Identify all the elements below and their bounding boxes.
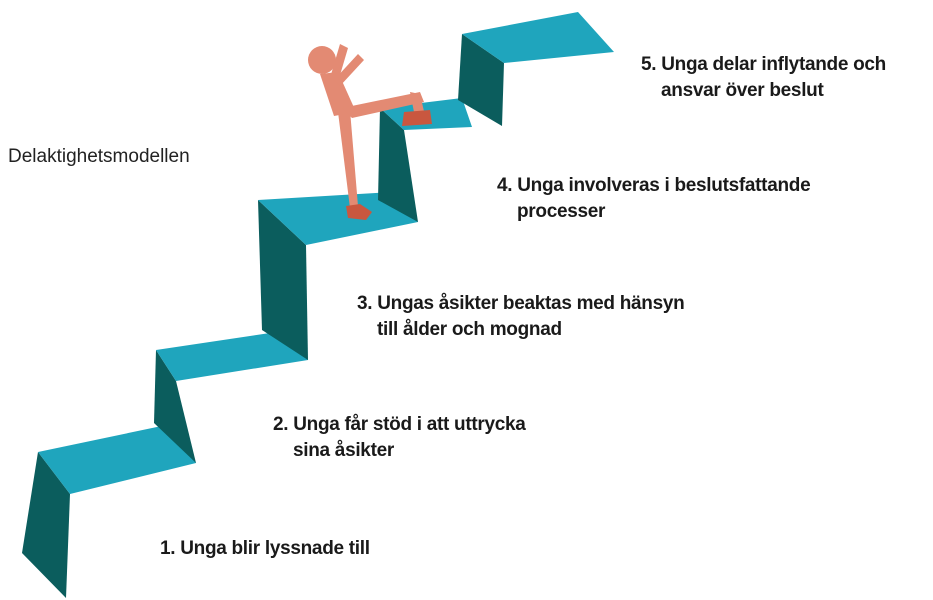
tread-3: [258, 192, 418, 245]
step-5: [458, 12, 614, 126]
diagram-title: Delaktighetsmodellen: [8, 146, 190, 167]
riser-4: [378, 108, 418, 222]
figure-front-leg: [342, 92, 424, 118]
step-label-5: 5. Unga delar inflytande och ansvar över…: [641, 52, 886, 103]
step-label-4: 4. Unga involveras i beslutsfattande pro…: [497, 173, 811, 224]
tread-1: [38, 423, 196, 494]
step-label-2: 2. Unga får stöd i att uttrycka sina åsi…: [273, 412, 526, 463]
step-label-2-line2: sina åsikter: [293, 439, 394, 461]
figure-front-foot: [402, 110, 432, 126]
step-label-2-line1: 2. Unga får stöd i att uttrycka: [273, 414, 526, 435]
step-label-4-line2: processer: [517, 200, 606, 222]
riser-3: [258, 200, 308, 360]
tread-2: [156, 330, 308, 381]
riser-5: [458, 34, 504, 126]
step-1: [22, 423, 196, 598]
step-label-1-line1: 1. Unga blir lyssnade till: [160, 538, 370, 559]
riser-2: [154, 350, 196, 463]
step-label-3-line2: till ålder och mognad: [377, 318, 562, 340]
figure-arm-left: [330, 44, 348, 82]
step-label-3-line1: 3. Ungas åsikter beaktas med hänsyn: [357, 293, 685, 314]
step-label-5-line2: ansvar över beslut: [661, 79, 824, 101]
step-label-3: 3. Ungas åsikter beaktas med hänsyn till…: [357, 291, 685, 342]
tread-5: [462, 12, 614, 63]
figure-back-leg: [338, 110, 358, 208]
figure-back-foot: [346, 204, 372, 220]
figure-head: [308, 46, 336, 74]
riser-1: [22, 452, 70, 598]
step-3: [258, 192, 418, 360]
figure-torso: [320, 72, 356, 116]
step-label-1: 1. Unga blir lyssnade till: [160, 536, 370, 562]
step-2: [154, 330, 308, 463]
figure-arm-right: [334, 54, 364, 86]
step-label-5-line1: 5. Unga delar inflytande och: [641, 54, 886, 75]
step-label-4-line1: 4. Unga involveras i beslutsfattande: [497, 175, 811, 196]
climbing-figure: [308, 44, 432, 220]
